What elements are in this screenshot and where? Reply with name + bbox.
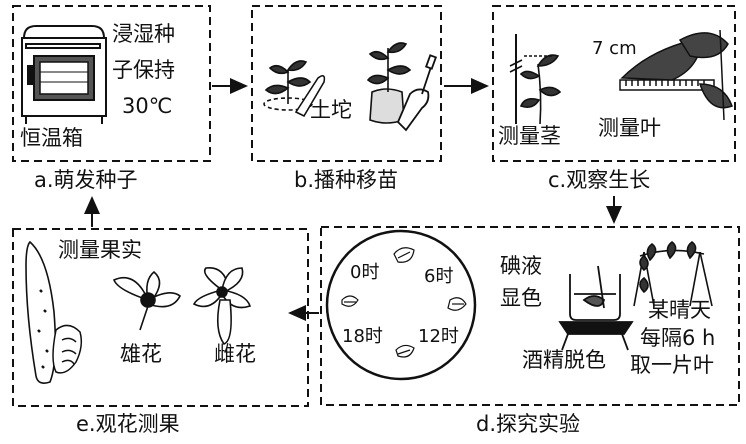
leaf-ruler-icon	[619, 29, 733, 121]
panel-d-box	[320, 226, 740, 406]
label-color: 显色	[500, 286, 542, 310]
label-female-flower: 雌花	[214, 342, 256, 366]
label-measure-leaf: 测量叶	[598, 116, 661, 140]
tripod-plant-icon	[633, 240, 713, 307]
label-sunny-day: 某晴天	[648, 298, 711, 322]
panel-b-box	[251, 5, 442, 162]
panel-c-box	[492, 5, 736, 162]
clock-18h: 18时	[342, 326, 383, 347]
seedling-icon	[263, 60, 326, 118]
cucumber-icon	[25, 240, 57, 384]
label-male-flower: 雄花	[120, 342, 162, 366]
label-measure-stem: 测量茎	[498, 124, 561, 148]
clock-6h: 6时	[424, 266, 454, 287]
caption-d: d.探究实验	[476, 412, 581, 436]
label-every-6h: 每隔6 h	[640, 326, 716, 350]
leaf-icon	[341, 247, 467, 358]
panel-e-box	[12, 228, 309, 407]
beaker-icon	[569, 265, 621, 321]
label-incubator: 恒温箱	[20, 126, 83, 150]
clock-12h: 12时	[418, 326, 459, 347]
seedling-with-soil-icon	[366, 42, 412, 124]
caption-b: b.播种移苗	[294, 168, 399, 192]
panel-a-box	[12, 5, 211, 162]
clock-dish	[325, 229, 477, 381]
label-measure-fruit: 测量果实	[58, 238, 142, 262]
label-7cm: 7 cm	[592, 38, 637, 59]
label-soak-line1: 浸湿种	[112, 22, 175, 46]
label-alcohol: 酒精脱色	[522, 348, 606, 372]
female-flower-icon	[192, 267, 252, 345]
burner-icon	[558, 321, 634, 351]
incubator-icon	[21, 25, 107, 124]
trowel-icon	[396, 54, 438, 132]
caption-a: a.萌发种子	[34, 168, 138, 192]
hand-icon	[52, 324, 83, 374]
label-take-leaf: 取一片叶	[630, 353, 714, 377]
male-flower-icon	[112, 270, 182, 331]
caption-c: c.观察生长	[548, 168, 651, 192]
plant-stem-icon	[509, 34, 562, 125]
label-temperature: 30℃	[122, 94, 173, 118]
caption-e: e.观花测果	[76, 412, 180, 436]
label-iodine: 碘液	[500, 254, 542, 278]
label-soil-ball: 土坨	[310, 98, 352, 122]
label-soak-line2: 子保持	[112, 58, 175, 82]
clock-0h: 0时	[350, 262, 380, 283]
